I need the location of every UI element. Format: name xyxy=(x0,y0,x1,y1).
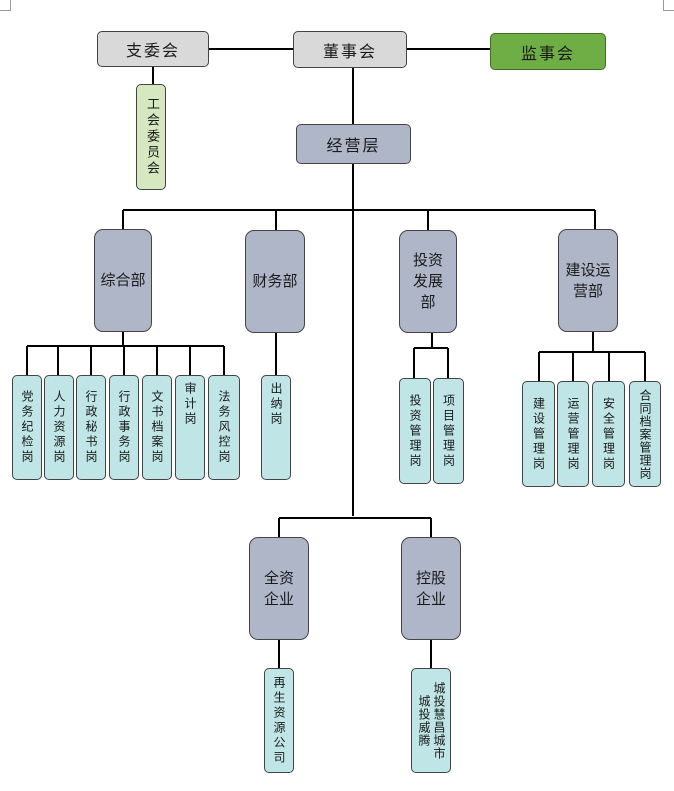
position-label: 文书档案岗 xyxy=(150,390,164,465)
supervisory-board-node: 监事会 xyxy=(490,33,606,70)
finance-dept-label: 财务部 xyxy=(252,272,298,290)
position-label: 安全管理岗 xyxy=(601,396,616,472)
labor-union-node: 工会委员会 xyxy=(136,84,166,190)
holding-label: 控股企业 xyxy=(415,568,446,608)
holding-node: 控股企业 xyxy=(401,537,461,640)
position-node: 人力资源岗 xyxy=(44,375,74,480)
position-label: 出纳岗 xyxy=(269,382,283,427)
position-node: 项目管理岗 xyxy=(433,378,464,484)
finance-dept-node: 财务部 xyxy=(245,230,305,333)
general-dept-label: 综合部 xyxy=(100,271,146,289)
position-label: 人力资源岗 xyxy=(52,390,66,465)
position-node: 文书档案岗 xyxy=(142,375,172,480)
recycling-company-node: 再生资源公司 xyxy=(264,668,294,773)
holding-companies-label: 城投慧昌城市 城投威腾 xyxy=(417,681,446,760)
position-label: 运营管理岗 xyxy=(566,396,580,472)
position-label: 党务纪检岗 xyxy=(20,390,34,465)
position-node: 行政秘书岗 xyxy=(76,375,106,480)
supervisory-board-label: 监事会 xyxy=(520,43,575,63)
page-corner-mark xyxy=(663,0,674,11)
position-label: 项目管理岗 xyxy=(441,393,456,469)
position-label: 行政秘书岗 xyxy=(84,390,98,465)
board-node: 董事会 xyxy=(293,31,407,68)
branch-committee-label: 支委会 xyxy=(125,41,180,60)
recycling-company-label: 再生资源公司 xyxy=(272,675,286,766)
position-label: 投资管理岗 xyxy=(408,393,422,469)
page-corner-mark xyxy=(0,0,11,11)
position-node: 党务纪检岗 xyxy=(12,375,42,480)
investment-dept-label: 投资发展部 xyxy=(412,251,443,311)
position-label: 合同档案管理岗 xyxy=(638,388,652,480)
position-label: 行政事务岗 xyxy=(117,390,131,465)
position-label: 审计岗 xyxy=(183,382,197,427)
position-label: 建设管理岗 xyxy=(531,396,546,472)
holding-companies-node: 城投慧昌城市 城投威腾 xyxy=(411,668,451,773)
construction-ops-dept-node: 建设运营部 xyxy=(558,229,618,332)
position-node: 安全管理岗 xyxy=(592,381,625,487)
board-label: 董事会 xyxy=(322,41,377,61)
branch-committee-node: 支委会 xyxy=(97,31,209,67)
position-node: 建设管理岗 xyxy=(522,381,555,487)
construction-ops-dept-label: 建设运营部 xyxy=(565,260,611,300)
wholly-owned-label: 全资企业 xyxy=(263,568,294,608)
position-node: 出纳岗 xyxy=(261,375,291,480)
position-node: 法务风控岗 xyxy=(208,375,240,480)
labor-union-label: 工会委员会 xyxy=(144,97,159,177)
management-label: 经营层 xyxy=(326,136,381,155)
position-node: 行政事务岗 xyxy=(109,375,139,480)
general-dept-node: 综合部 xyxy=(94,229,152,332)
management-node: 经营层 xyxy=(296,124,411,164)
position-node: 投资管理岗 xyxy=(399,378,431,484)
wholly-owned-node: 全资企业 xyxy=(249,537,309,640)
investment-dept-node: 投资发展部 xyxy=(399,230,457,333)
position-node: 合同档案管理岗 xyxy=(629,381,661,487)
position-node: 审计岗 xyxy=(175,375,205,480)
position-node: 运营管理岗 xyxy=(557,381,589,487)
position-label: 法务风控岗 xyxy=(217,390,231,465)
